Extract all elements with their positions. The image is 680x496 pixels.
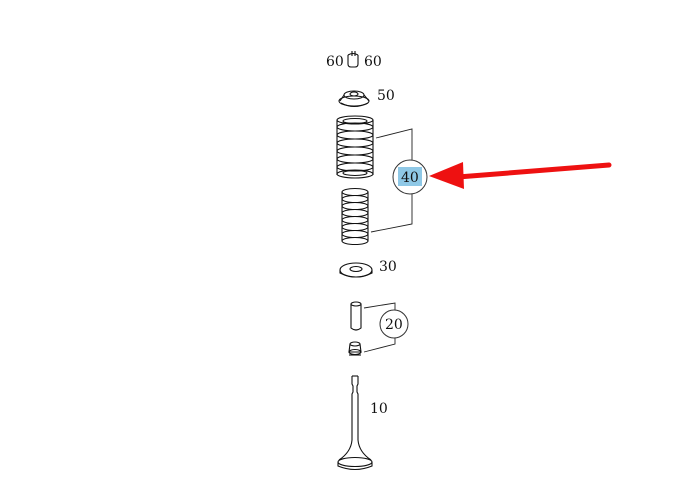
part-10-valve[interactable]: [337, 375, 373, 471]
callout-40-bracket-upper: [375, 128, 413, 160]
label-10: 10: [370, 401, 388, 417]
label-50: 50: [377, 88, 395, 104]
callout-40[interactable]: 40: [392, 159, 428, 195]
label-60-left: 60: [326, 54, 344, 70]
part-60-valve-keepers[interactable]: [347, 51, 359, 68]
callout-20[interactable]: 20: [379, 309, 409, 339]
selection-highlight: [398, 167, 422, 186]
part-40-inner-valve-spring[interactable]: [341, 187, 369, 246]
red-arrow-icon: [429, 162, 612, 189]
part-20-valve-stem-seal[interactable]: [348, 341, 362, 356]
callout-40-bracket-lower: [370, 194, 413, 233]
part-20-valve-guide[interactable]: [350, 301, 362, 331]
part-30-spring-seat[interactable]: [339, 262, 373, 278]
part-50-spring-retainer[interactable]: [338, 90, 370, 108]
part-40-outer-valve-spring[interactable]: [336, 115, 374, 179]
label-20: 20: [385, 317, 403, 333]
label-60-right: 60: [364, 54, 382, 70]
label-40: 40: [401, 170, 419, 186]
label-30: 30: [379, 259, 397, 275]
